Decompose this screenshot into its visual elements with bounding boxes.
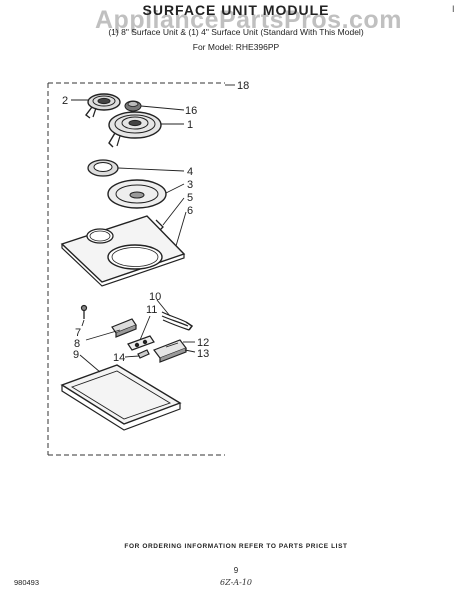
callout-16: 16 — [185, 105, 197, 117]
assembly-bracket — [47, 82, 225, 456]
page-number: 9 — [233, 566, 239, 575]
part-small-drip-ring — [87, 159, 119, 177]
part-terminal-block — [111, 318, 137, 338]
part-switch-bracket — [153, 339, 187, 363]
watermark-logo: AppliancePartsPros.com — [95, 6, 402, 34]
part-small-surface-unit — [85, 93, 121, 119]
leader-lines — [71, 84, 235, 373]
callout-9: 9 — [73, 349, 79, 361]
part-receptacle — [127, 335, 155, 351]
callout-6: 6 — [187, 205, 193, 217]
part-wire-harness — [161, 311, 194, 331]
part-small-bracket — [137, 349, 150, 359]
callout-4: 4 — [187, 166, 193, 178]
callout-10: 10 — [149, 291, 161, 303]
callout-labels: 18 2 16 1 4 3 5 6 10 11 7 8 12 13 14 9 — [62, 80, 249, 364]
corner-mark: I — [452, 4, 455, 14]
part-screw — [80, 304, 88, 319]
callout-2: 2 — [62, 95, 68, 107]
callout-3: 3 — [187, 179, 193, 191]
callout-14: 14 — [113, 352, 125, 364]
part-cap — [124, 100, 142, 112]
callout-18: 18 — [237, 80, 249, 92]
page-title: SURFACE UNIT MODULE — [142, 2, 330, 18]
ordering-info-note: FOR ORDERING INFORMATION REFER TO PARTS … — [124, 543, 348, 550]
page-subtitle: (1) 8" Surface Unit & (1) 4" Surface Uni… — [108, 27, 364, 37]
part-large-drip-pan — [107, 179, 167, 209]
callout-12: 12 — [197, 337, 209, 349]
callout-7: 7 — [75, 327, 81, 339]
callout-11: 11 — [146, 304, 157, 316]
part-cooktop-panel — [60, 215, 186, 287]
callout-5: 5 — [187, 192, 193, 204]
model-line: For Model: RHE396PP — [192, 42, 280, 52]
callout-8: 8 — [74, 338, 80, 350]
callout-13: 13 — [197, 348, 209, 360]
handwritten-code: 6Z-A-10 — [219, 578, 252, 587]
callout-1: 1 — [187, 119, 193, 131]
part-large-surface-unit — [108, 111, 162, 148]
document-number: 980493 — [14, 578, 40, 587]
part-burner-box — [60, 364, 182, 431]
